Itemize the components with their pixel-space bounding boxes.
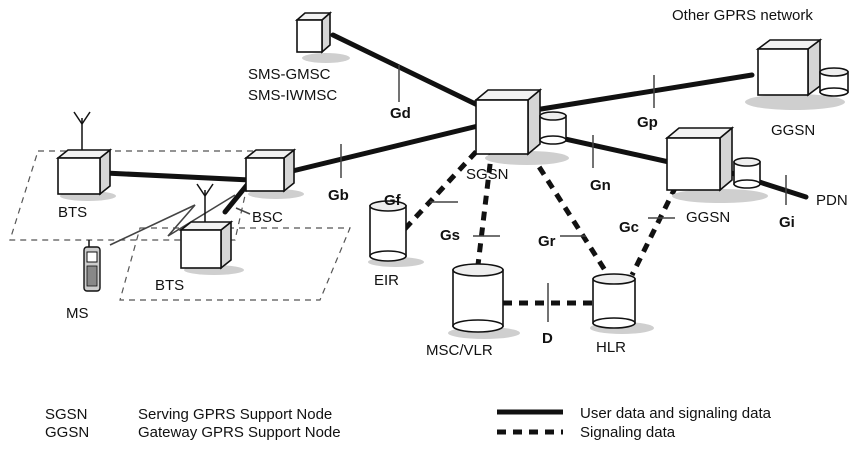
label-interface-gr: Gr <box>538 233 556 250</box>
label-sms-iwmsc: SMS-IWMSC <box>248 87 337 104</box>
legend-sgsn-abbr: SGSN <box>45 406 88 423</box>
sgsn-box[interactable] <box>473 88 569 165</box>
label-pdn: PDN <box>816 192 848 209</box>
label-interface-gd: Gd <box>390 105 411 122</box>
label-interface-gp: Gp <box>637 114 658 131</box>
coverage-area-right <box>119 227 351 301</box>
legend-sgsn-full: Serving GPRS Support Node <box>138 406 332 423</box>
bts-bottom-box[interactable] <box>178 183 244 275</box>
ms-phone-icon[interactable] <box>83 240 101 292</box>
label-interface-gc: Gc <box>619 219 639 236</box>
label-eir: EIR <box>374 272 399 289</box>
label-ms: MS <box>66 305 89 322</box>
link-sms-sgsn <box>330 32 495 115</box>
antenna-icon <box>73 111 91 150</box>
legend-solid-label: User data and signaling data <box>580 405 772 422</box>
label-sgsn: SGSN <box>466 166 509 183</box>
bts-left-box[interactable] <box>55 111 116 201</box>
label-hlr: HLR <box>596 339 626 356</box>
bsc-box[interactable] <box>243 148 304 199</box>
legend: SGSN Serving GPRS Support Node GGSN Gate… <box>45 405 772 441</box>
sms-gmsc-box[interactable] <box>294 11 350 63</box>
ggsn-top-box[interactable] <box>745 38 849 110</box>
hlr-database[interactable] <box>590 273 654 334</box>
legend-ggsn-full: Gateway GPRS Support Node <box>138 424 341 441</box>
link-sgsn-other-ggsn <box>532 72 755 113</box>
label-msc-vlr: MSC/VLR <box>426 342 493 359</box>
label-interface-gi: Gi <box>779 214 795 231</box>
label-ggsn: GGSN <box>686 209 730 226</box>
link-sgsn-hlr <box>519 138 611 277</box>
label-interface-gb: Gb <box>328 187 349 204</box>
label-bsc: BSC <box>252 209 283 226</box>
link-bsc-sgsn <box>277 123 481 177</box>
legend-dashed-label: Signaling data <box>580 424 676 441</box>
coverage-area-left <box>9 150 256 241</box>
label-bts-bottom: BTS <box>155 277 184 294</box>
eir-database[interactable] <box>368 200 424 267</box>
msc-vlr-database[interactable] <box>448 263 520 339</box>
radio-link-zigzag <box>109 194 236 246</box>
antenna-icon <box>196 183 214 222</box>
label-other-network: Other GPRS network <box>672 7 813 24</box>
legend-ggsn-abbr: GGSN <box>45 424 89 441</box>
interface-ticks <box>235 65 787 322</box>
link-sgsn-msc <box>475 147 495 266</box>
link-bts-bsc <box>102 170 253 183</box>
label-ggsn-top: GGSN <box>771 122 815 139</box>
label-interface-d: D <box>542 330 553 347</box>
label-interface-gf: Gf <box>384 192 402 209</box>
ggsn-box[interactable] <box>664 126 768 203</box>
label-interface-gn: Gn <box>590 177 611 194</box>
label-interface-gs: Gs <box>440 227 460 244</box>
link-sgsn-eir <box>400 138 489 234</box>
label-bts-left: BTS <box>58 204 87 221</box>
label-sms-gmsc: SMS-GMSC <box>248 66 331 83</box>
